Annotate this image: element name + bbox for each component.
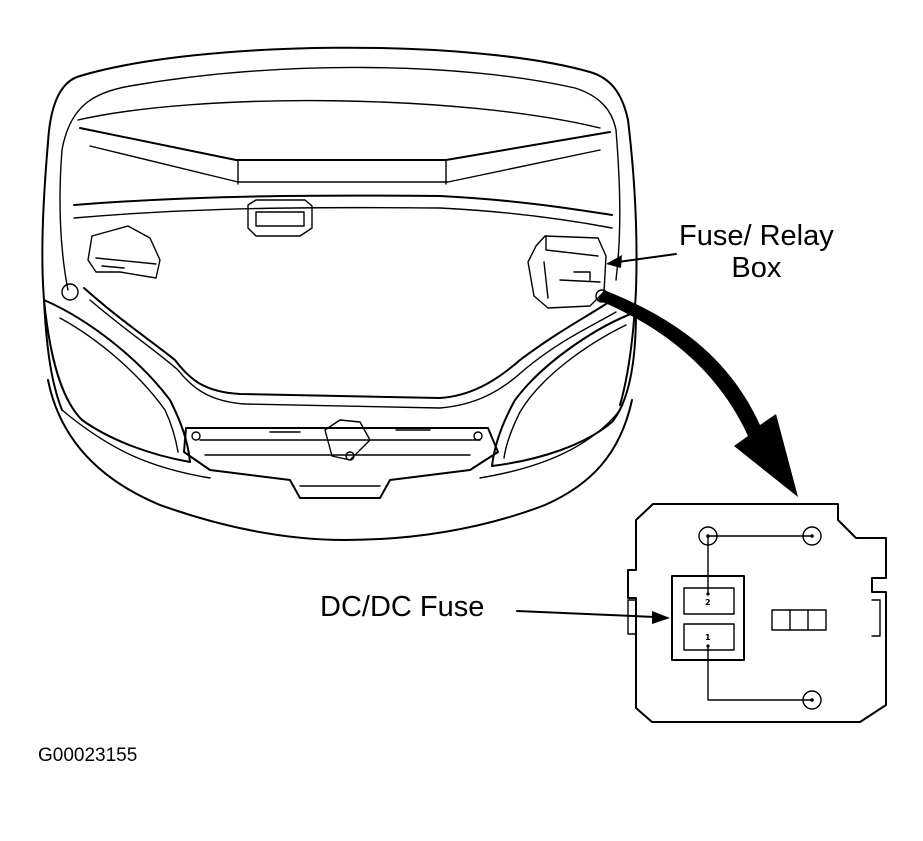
hood-outer-edge xyxy=(47,46,629,143)
dcdc-fuse-holder xyxy=(671,575,745,661)
left-fender xyxy=(41,141,63,411)
strut-bar xyxy=(73,194,613,216)
dcdc-fuse-slot-2 xyxy=(683,587,735,615)
dcdc-fuse-label: DC/DC Fuse xyxy=(320,591,485,623)
center-bracket xyxy=(247,199,313,237)
cowl-panel xyxy=(79,127,611,161)
strut-bar-lower xyxy=(73,206,613,229)
grille-clips xyxy=(191,429,483,441)
engine-bay-apron-inner xyxy=(89,299,617,409)
fuse-box-detail: 2 1 xyxy=(516,503,887,723)
fuse-2-contact xyxy=(706,592,710,596)
hood-inner-edge xyxy=(61,66,617,151)
fuse-box-detail-outline xyxy=(627,503,887,723)
wire-top xyxy=(707,535,813,595)
grille-inner xyxy=(199,439,481,487)
fuse-slot-2-number: 2 xyxy=(705,598,711,607)
fuse-relay-box-lid xyxy=(543,235,601,299)
right-headlight xyxy=(491,311,637,467)
relay-block-dividers xyxy=(789,609,809,631)
wire-bottom xyxy=(707,645,813,701)
hood-latch xyxy=(324,419,371,461)
left-fender-inner xyxy=(59,149,69,291)
fuse-relay-leader-arrowhead xyxy=(606,255,622,268)
fuse-relay-box-label: Fuse/ Relay Box xyxy=(679,220,834,284)
dcdc-fuse-slot-1 xyxy=(683,623,735,651)
fuse-slot-1-number: 1 xyxy=(705,633,711,642)
vehicle-front xyxy=(41,46,638,541)
right-fender xyxy=(619,119,638,406)
detail-pointer-arrow xyxy=(598,290,798,497)
fuse-box-detail-side-tab-right xyxy=(871,599,881,637)
fuse-box-detail-side-tab-left xyxy=(627,599,637,635)
relay-block xyxy=(771,609,827,631)
right-headlight-inner xyxy=(503,324,627,459)
figure-id: G00023155 xyxy=(38,745,138,766)
pointer-arrows xyxy=(598,253,798,497)
front-bumper xyxy=(47,379,633,541)
cowl-lower xyxy=(89,145,601,183)
left-headlight-inner xyxy=(59,317,179,453)
left-headlight xyxy=(43,299,191,463)
fuse-relay-leader-line xyxy=(617,253,677,263)
fuse-relay-box-label-line2: Box xyxy=(731,252,782,284)
fuse-1-contact xyxy=(706,644,710,648)
fuse-relay-box-label-line1: Fuse/ Relay xyxy=(679,220,834,252)
left-component-detail xyxy=(61,257,157,301)
dcdc-leader-arrowhead xyxy=(652,611,670,624)
front-bumper-line xyxy=(61,409,621,479)
fuse-relay-box-body xyxy=(527,235,607,309)
engine-bay-apron xyxy=(83,287,613,399)
left-component-box xyxy=(87,225,161,279)
cowl-center-box xyxy=(237,159,447,185)
dcdc-leader-line xyxy=(516,610,656,618)
hood-panel-line xyxy=(77,99,601,129)
grille-frame xyxy=(183,427,499,499)
